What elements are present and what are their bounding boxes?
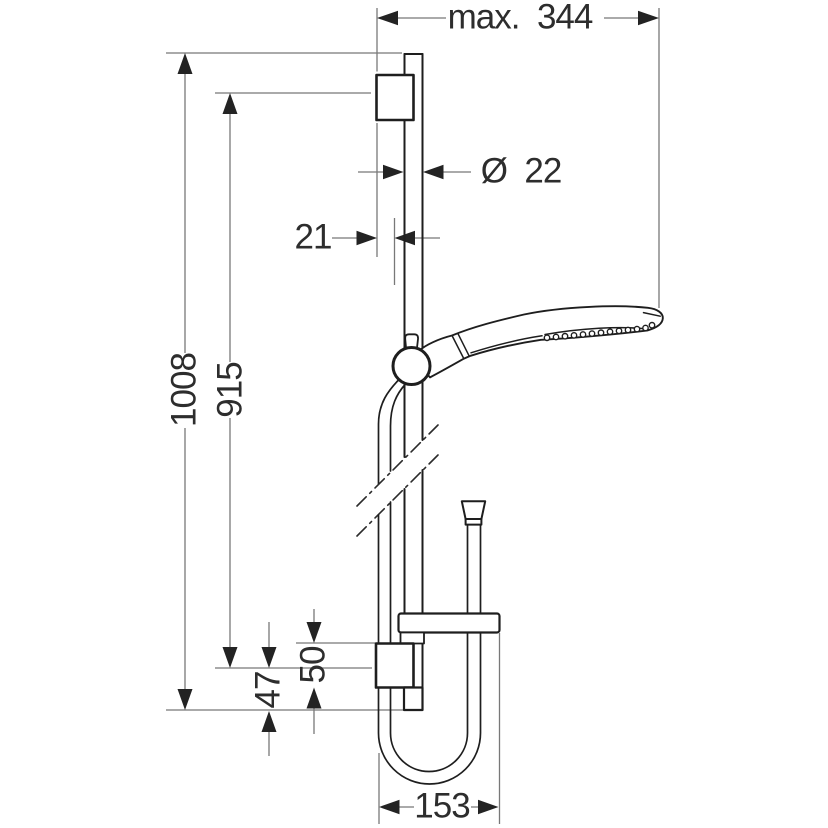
product-outline — [356, 53, 664, 785]
hand-shower-body — [419, 305, 664, 379]
rail-collar — [399, 631, 425, 645]
arrow-50-bottom — [306, 687, 322, 709]
rail-end-cap — [402, 686, 424, 712]
arrow-max-right — [638, 10, 659, 26]
hose-connector — [460, 500, 487, 526]
label-bracket-height: 50 — [293, 646, 333, 684]
label-total-height: 1008 — [164, 353, 204, 427]
label-bar-diameter: Ø 22 — [480, 151, 563, 191]
slider-holder — [391, 346, 432, 386]
arrow-153-right — [478, 799, 499, 815]
dimension-arrows — [177, 10, 659, 815]
arrow-47-bottom — [261, 711, 277, 732]
arrow-21-left — [356, 230, 377, 246]
arrow-915-top — [222, 93, 238, 114]
dimension-lines — [166, 8, 660, 824]
label-bar-height: 915 — [210, 362, 250, 418]
top-mount-bracket — [375, 73, 415, 122]
arrow-dia-left — [383, 164, 404, 180]
label-wall-offset: 21 — [294, 217, 333, 257]
arrow-50-top — [306, 622, 322, 643]
hand-shower — [419, 305, 664, 379]
arrow-max-left — [377, 10, 398, 26]
shower-hose-loop — [377, 501, 482, 785]
soap-dish — [397, 612, 501, 634]
label-lower-offset: 47 — [248, 671, 288, 709]
arrow-dia-right — [423, 164, 444, 180]
bottom-mount-bracket — [374, 642, 415, 689]
spray-nozzles — [543, 321, 656, 342]
arrow-1008-bottom — [177, 689, 193, 710]
arrow-915-bottom — [222, 647, 238, 668]
label-max-reach: max. 344 — [447, 0, 594, 37]
shower-hose-upper — [377, 379, 407, 485]
arrow-153-left — [379, 799, 400, 815]
arrow-47-top — [261, 647, 277, 668]
arrow-1008-top — [177, 53, 193, 74]
break-marks — [356, 424, 439, 537]
label-base-width: 153 — [414, 786, 470, 826]
